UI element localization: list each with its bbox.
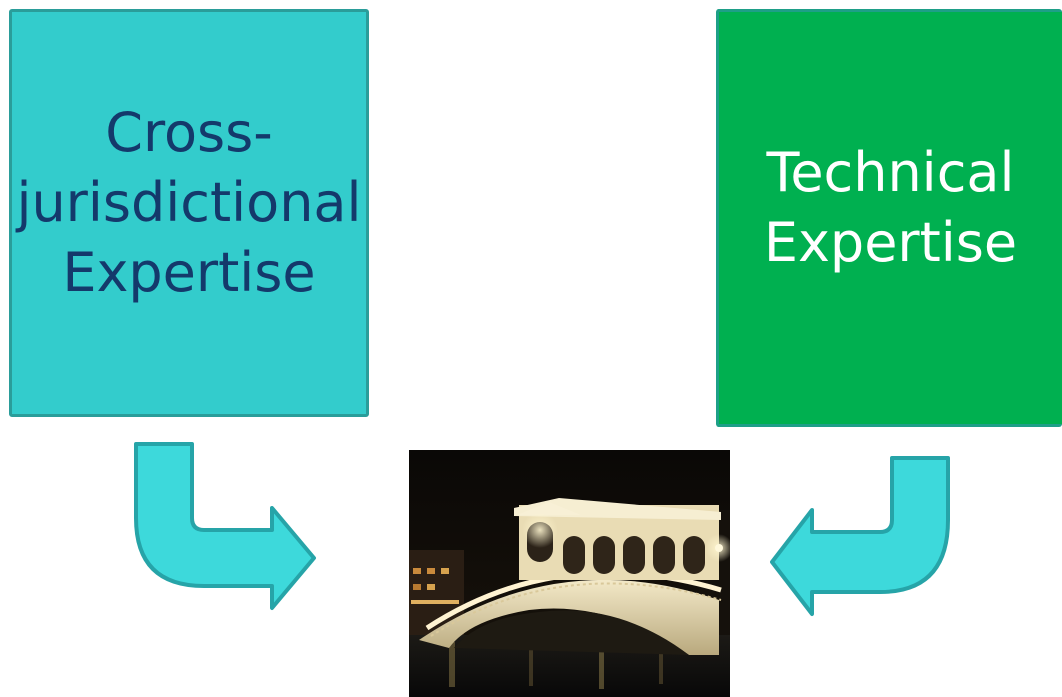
- technical-expertise-label: Technical Expertise: [763, 140, 1018, 274]
- technical-expertise-box: Technical Expertise: [716, 9, 1062, 427]
- bent-arrow-left-icon: [770, 456, 950, 616]
- cross-jurisdictional-expertise-box: Cross- jurisdictional Expertise: [9, 9, 369, 417]
- bridge-at-night-photo: [409, 450, 730, 697]
- bent-arrow-right-icon: [134, 442, 316, 610]
- cross-jurisdictional-expertise-label: Cross- jurisdictional Expertise: [16, 100, 362, 305]
- bridge-at-night-image: [409, 450, 730, 697]
